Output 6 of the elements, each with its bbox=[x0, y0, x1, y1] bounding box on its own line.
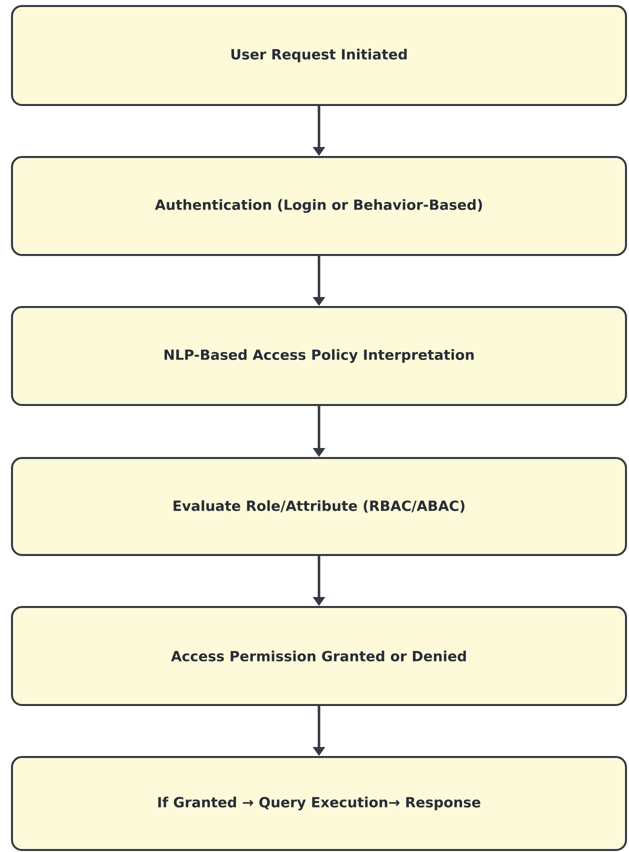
process-box: Evaluate Role/Attribute (RBAC/ABAC) bbox=[11, 457, 627, 556]
process-box: NLP-Based Access Policy Interpretation bbox=[11, 306, 627, 406]
process-box: If Granted → Query Execution→ Response bbox=[11, 756, 627, 851]
process-box: Access Permission Granted or Denied bbox=[11, 606, 627, 706]
process-box: User Request Initiated bbox=[11, 5, 627, 106]
process-box: Authentication (Login or Behavior-Based) bbox=[11, 156, 627, 256]
